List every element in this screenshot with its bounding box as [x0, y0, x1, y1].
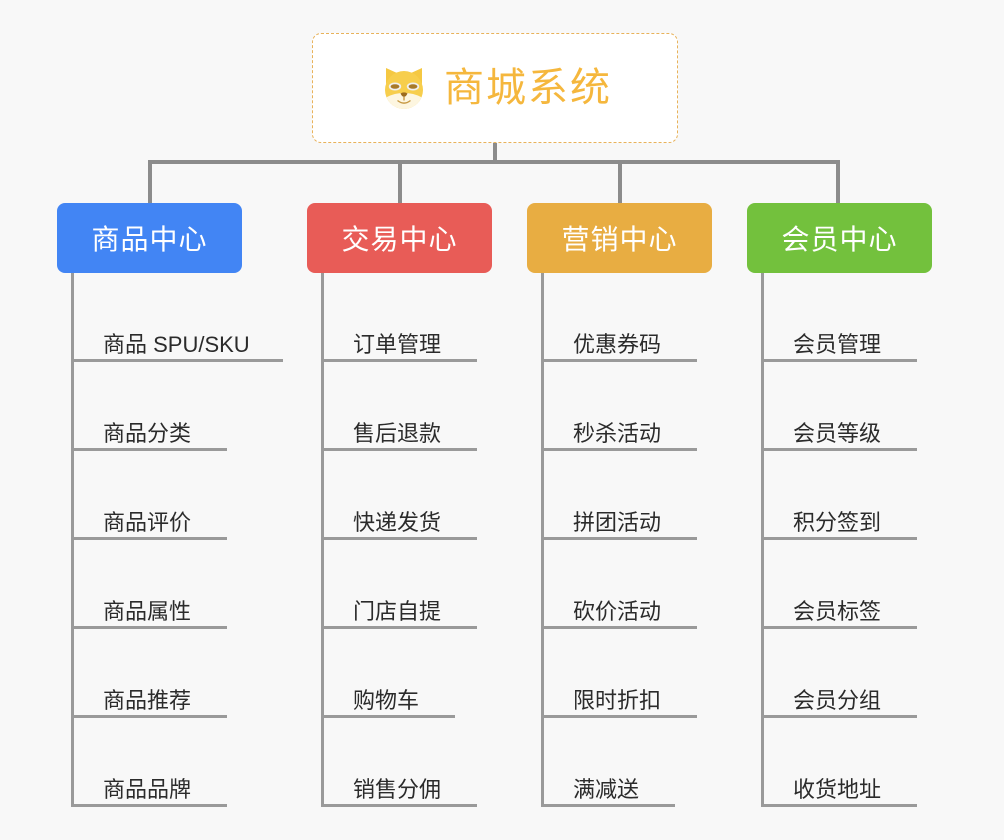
leaf-item[interactable]: 收货地址 — [747, 718, 977, 807]
category-header-label: 交易中心 — [341, 224, 458, 255]
leaf-underline — [321, 715, 455, 718]
leaf-item-label: 积分签到 — [793, 510, 882, 535]
leaf-underline — [541, 715, 697, 718]
leaf-item-label: 销售分佣 — [353, 777, 442, 802]
leaf-underline — [321, 804, 477, 807]
category-column-product: 商品中心 商品 SPU/SKU 商品分类 商品评价 商品属性 商品推荐 — [57, 203, 287, 807]
leaf-item-label: 商品评价 — [103, 510, 192, 535]
leaf-underline — [761, 537, 917, 540]
leaf-item-label: 商品属性 — [103, 599, 192, 624]
category-header-member[interactable]: 会员中心 — [747, 203, 932, 273]
leaf-item[interactable]: 商品属性 — [57, 540, 287, 629]
leaf-item[interactable]: 会员分组 — [747, 629, 977, 718]
leaf-underline — [761, 715, 917, 718]
leaf-item[interactable]: 砍价活动 — [527, 540, 757, 629]
leaf-item[interactable]: 快递发货 — [307, 451, 537, 540]
leaf-item-label: 购物车 — [353, 688, 420, 713]
leaf-item[interactable]: 商品分类 — [57, 362, 287, 451]
category-header-label: 商品中心 — [91, 224, 208, 255]
leaf-item-label: 商品 SPU/SKU — [103, 332, 250, 357]
leaf-item[interactable]: 订单管理 — [307, 273, 537, 362]
leaf-item[interactable]: 积分签到 — [747, 451, 977, 540]
category-header-label: 会员中心 — [781, 224, 898, 255]
leaf-item[interactable]: 满减送 — [527, 718, 757, 807]
category-column-member: 会员中心 会员管理 会员等级 积分签到 会员标签 会员分组 — [747, 203, 977, 807]
leaf-item[interactable]: 商品评价 — [57, 451, 287, 540]
leaf-item-label: 会员管理 — [793, 332, 882, 357]
leaf-item-label: 商品分类 — [103, 421, 192, 446]
leaf-item-label: 商品推荐 — [103, 688, 192, 713]
leaf-item-label: 收货地址 — [793, 777, 882, 802]
leaf-item[interactable]: 限时折扣 — [527, 629, 757, 718]
leaf-underline — [321, 448, 477, 451]
leaf-underline — [71, 359, 283, 362]
leaf-list-product: 商品 SPU/SKU 商品分类 商品评价 商品属性 商品推荐 商品品牌 — [57, 273, 287, 807]
connector-drop-col-1 — [148, 160, 152, 204]
leaf-item-label: 门店自提 — [353, 599, 442, 624]
leaf-underline — [321, 359, 477, 362]
leaf-item[interactable]: 秒杀活动 — [527, 362, 757, 451]
leaf-item[interactable]: 商品品牌 — [57, 718, 287, 807]
leaf-underline — [761, 359, 917, 362]
leaf-item[interactable]: 拼团活动 — [527, 451, 757, 540]
leaf-underline — [71, 804, 227, 807]
leaf-underline — [541, 359, 697, 362]
leaf-underline — [71, 626, 227, 629]
leaf-item-label: 砍价活动 — [573, 599, 662, 624]
root-node[interactable]: 商城系统 — [312, 33, 678, 143]
leaf-item[interactable]: 商品 SPU/SKU — [57, 273, 287, 362]
leaf-underline — [71, 715, 227, 718]
leaf-underline — [761, 804, 917, 807]
leaf-item[interactable]: 销售分佣 — [307, 718, 537, 807]
root-title: 商城系统 — [444, 66, 612, 110]
leaf-item[interactable]: 会员标签 — [747, 540, 977, 629]
leaf-underline — [541, 804, 675, 807]
category-header-product[interactable]: 商品中心 — [57, 203, 242, 273]
leaf-underline — [71, 537, 227, 540]
leaf-item-label: 快递发货 — [353, 510, 442, 535]
leaf-underline — [761, 626, 917, 629]
leaf-list-trade: 订单管理 售后退款 快递发货 门店自提 购物车 销售分佣 — [307, 273, 537, 807]
leaf-item-label: 会员等级 — [793, 421, 882, 446]
leaf-item-label: 订单管理 — [353, 332, 442, 357]
leaf-item[interactable]: 售后退款 — [307, 362, 537, 451]
leaf-underline — [541, 448, 697, 451]
leaf-item-label: 满减送 — [573, 777, 640, 802]
category-header-marketing[interactable]: 营销中心 — [527, 203, 712, 273]
leaf-item-label: 会员分组 — [793, 688, 882, 713]
leaf-underline — [321, 537, 477, 540]
leaf-item-label: 优惠券码 — [573, 332, 662, 357]
leaf-underline — [541, 537, 697, 540]
connector-drop-col-4 — [836, 160, 840, 204]
leaf-underline — [321, 626, 477, 629]
leaf-item[interactable]: 会员管理 — [747, 273, 977, 362]
leaf-item[interactable]: 优惠券码 — [527, 273, 757, 362]
leaf-list-member: 会员管理 会员等级 积分签到 会员标签 会员分组 收货地址 — [747, 273, 977, 807]
leaf-underline — [71, 448, 227, 451]
connector-drop-col-2 — [398, 160, 402, 204]
leaf-item-label: 会员标签 — [793, 599, 882, 624]
category-header-trade[interactable]: 交易中心 — [307, 203, 492, 273]
leaf-item-label: 商品品牌 — [103, 777, 192, 802]
leaf-underline — [541, 626, 697, 629]
category-column-marketing: 营销中心 优惠券码 秒杀活动 拼团活动 砍价活动 限时折扣 — [527, 203, 757, 807]
leaf-list-marketing: 优惠券码 秒杀活动 拼团活动 砍价活动 限时折扣 满减送 — [527, 273, 757, 807]
shiba-dog-face-icon — [378, 62, 430, 114]
leaf-item-label: 售后退款 — [353, 421, 442, 446]
leaf-item-label: 拼团活动 — [573, 510, 662, 535]
leaf-item-label: 秒杀活动 — [573, 421, 662, 446]
leaf-item[interactable]: 门店自提 — [307, 540, 537, 629]
leaf-item[interactable]: 会员等级 — [747, 362, 977, 451]
connector-drop-col-3 — [618, 160, 622, 204]
leaf-underline — [761, 448, 917, 451]
leaf-item[interactable]: 商品推荐 — [57, 629, 287, 718]
category-header-label: 营销中心 — [561, 224, 678, 255]
leaf-item[interactable]: 购物车 — [307, 629, 537, 718]
leaf-item-label: 限时折扣 — [573, 688, 662, 713]
connector-horizontal-bus — [149, 160, 839, 164]
category-column-trade: 交易中心 订单管理 售后退款 快递发货 门店自提 购物车 — [307, 203, 537, 807]
connector-root-stem — [493, 143, 497, 163]
